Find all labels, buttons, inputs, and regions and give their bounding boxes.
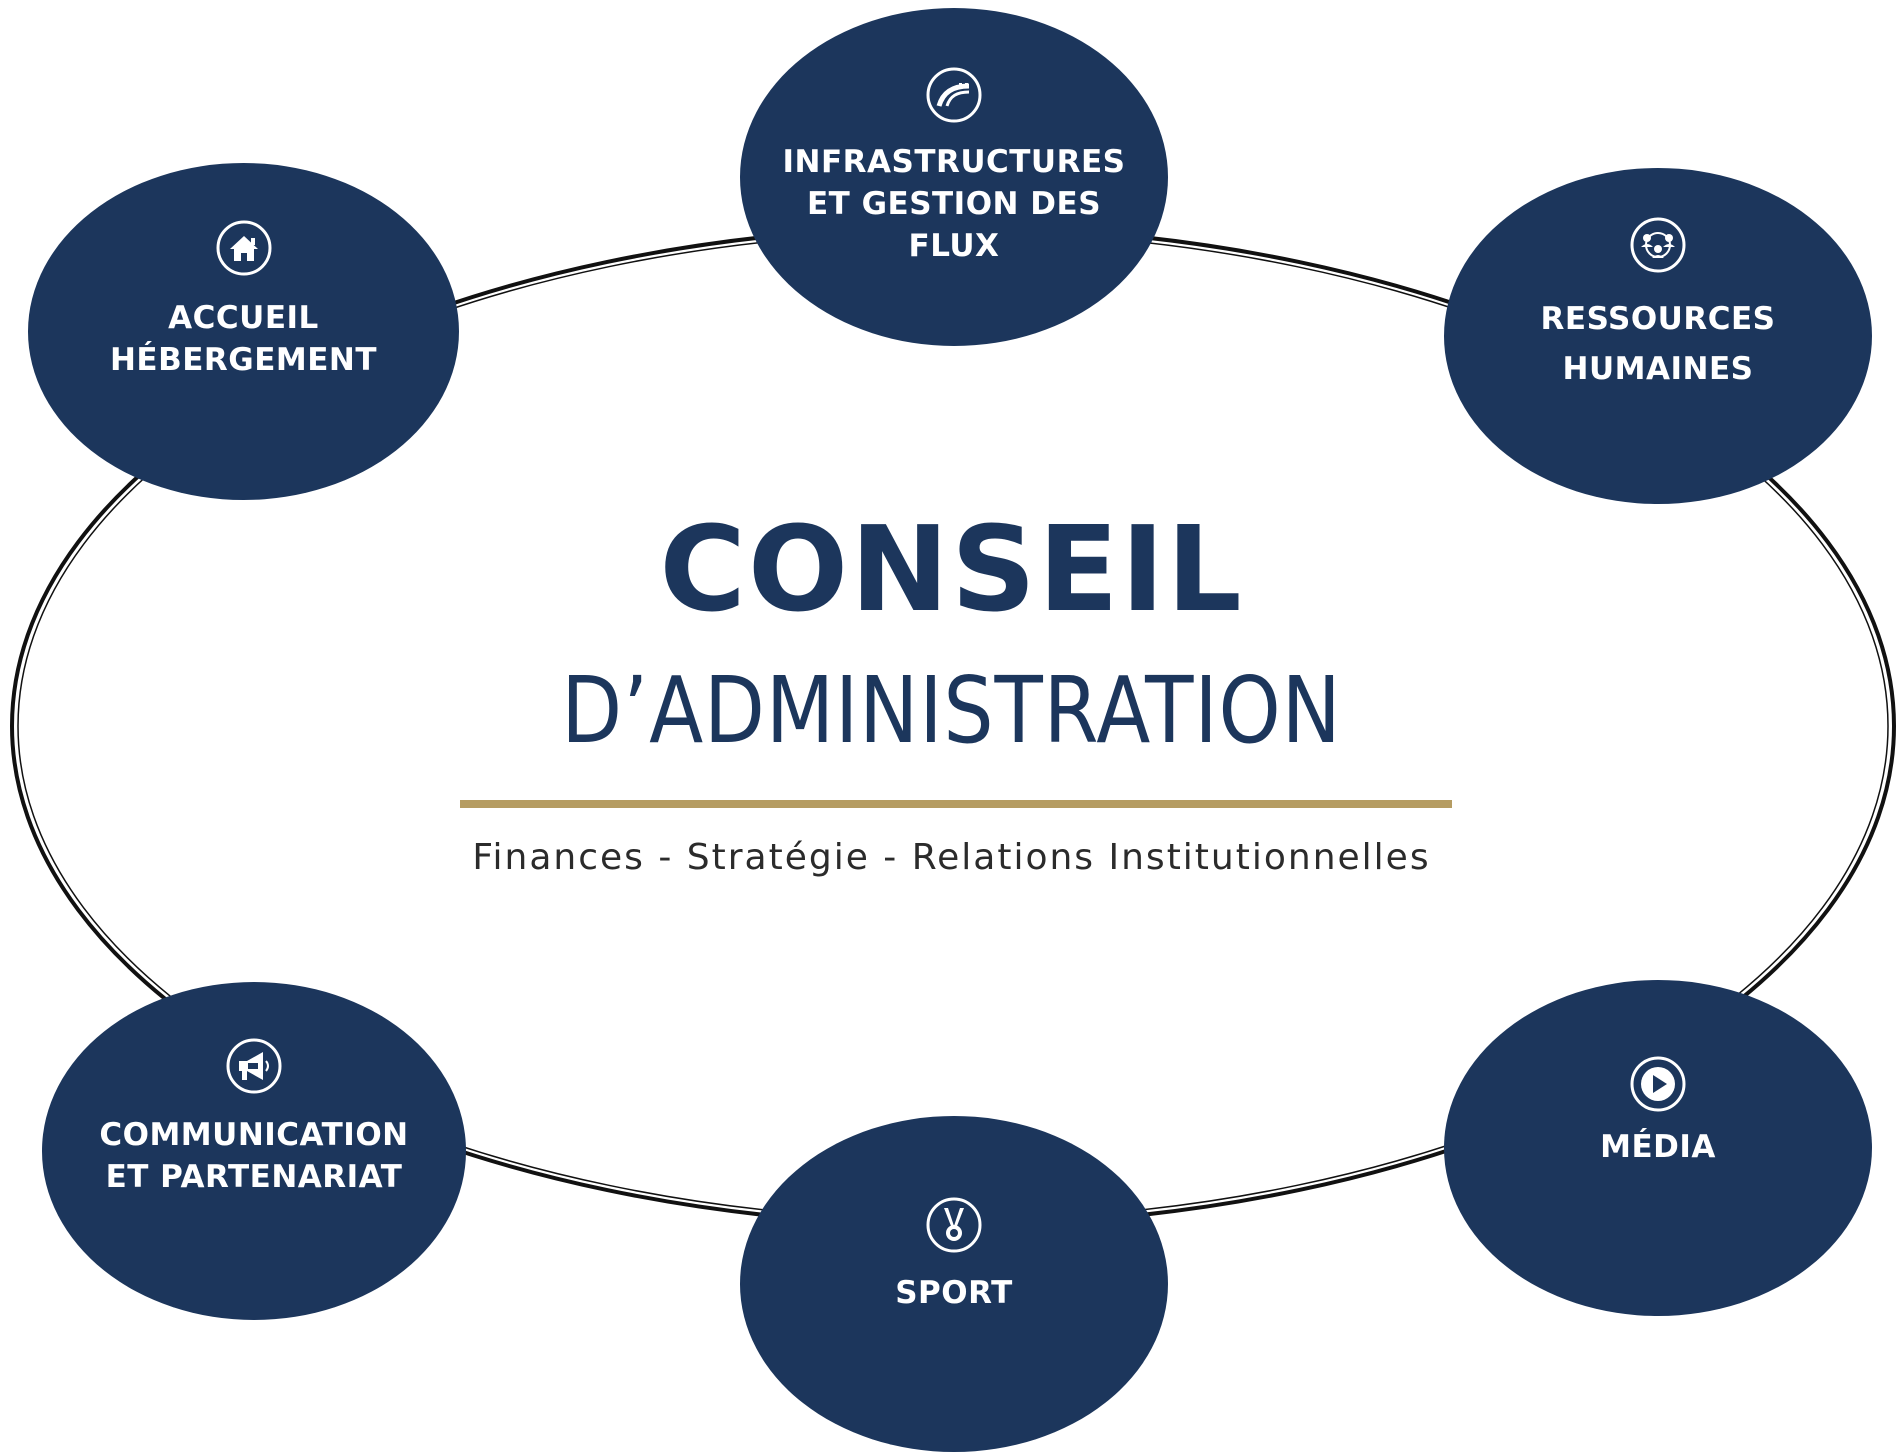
node-accueil-line-1: ACCUEIL bbox=[168, 300, 319, 336]
node-sport: SPORT bbox=[740, 1116, 1168, 1452]
node-communication-line-1: COMMUNICATION bbox=[99, 1117, 409, 1153]
medal-icon bbox=[926, 1197, 982, 1253]
node-ressources-line-2: HUMAINES bbox=[1562, 351, 1754, 387]
node-accueil-line-2: HÉBERGEMENT bbox=[109, 342, 378, 378]
board-tagline: Finances - Stratégie - Relations Institu… bbox=[472, 837, 1431, 878]
house-icon bbox=[216, 220, 271, 276]
node-media-line-1: MÉDIA bbox=[1600, 1129, 1716, 1165]
board-title: CONSEIL bbox=[659, 500, 1244, 638]
team-icon bbox=[1630, 217, 1686, 273]
road-icon bbox=[926, 67, 982, 123]
node-infrastructures-line-1: INFRASTRUCTURES bbox=[782, 144, 1126, 180]
node-infrastructures-line-3: FLUX bbox=[908, 228, 1000, 264]
node-infrastructures-line-2: ET GESTION DES bbox=[806, 186, 1102, 222]
node-infrastructures: INFRASTRUCTURES ET GESTION DES FLUX bbox=[740, 8, 1168, 346]
play-icon bbox=[1630, 1056, 1686, 1112]
node-ressources-humaines: RESSOURCES HUMAINES bbox=[1444, 168, 1872, 504]
node-ressources-line-1: RESSOURCES bbox=[1540, 301, 1776, 337]
node-accueil: ACCUEIL HÉBERGEMENT bbox=[28, 163, 459, 500]
megaphone-icon bbox=[226, 1038, 282, 1094]
node-communication: COMMUNICATION ET PARTENARIAT bbox=[42, 982, 466, 1320]
node-media: MÉDIA bbox=[1444, 980, 1872, 1316]
node-communication-line-2: ET PARTENARIAT bbox=[105, 1159, 403, 1195]
node-sport-line-1: SPORT bbox=[895, 1275, 1013, 1311]
board-subtitle: D’ADMINISTRATION bbox=[561, 657, 1342, 764]
gold-divider bbox=[460, 800, 1452, 808]
